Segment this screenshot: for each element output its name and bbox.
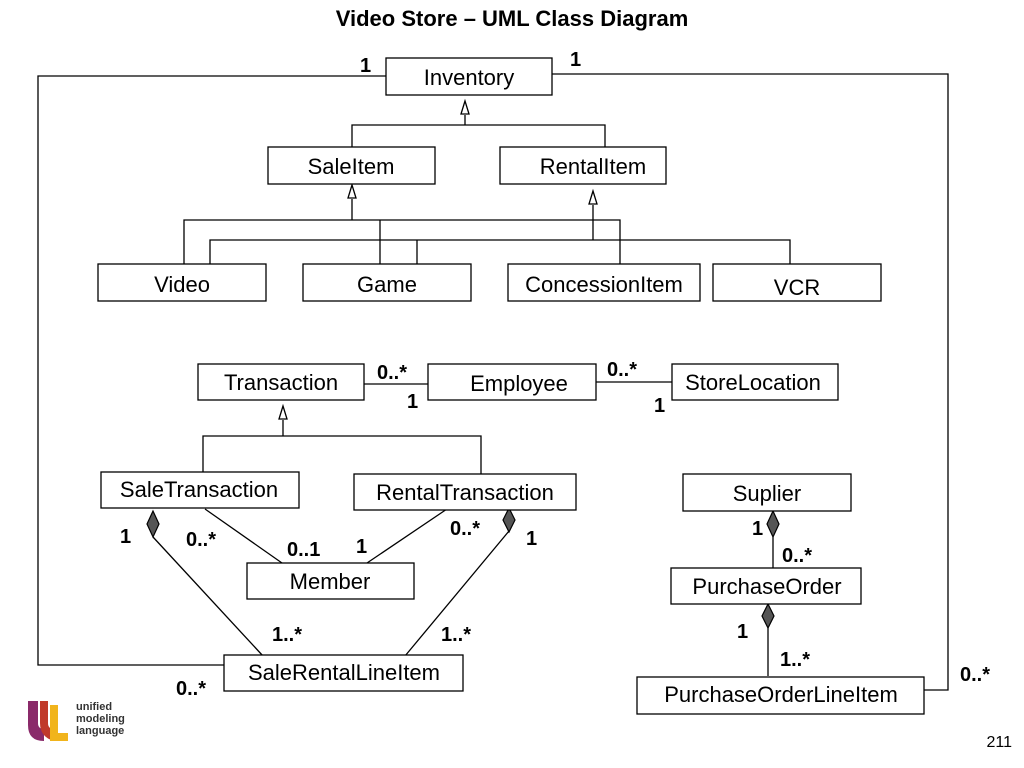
storelocation-class-name: StoreLocation (685, 370, 821, 395)
inventory-generalization-arrow (460, 98, 470, 115)
purchaseorder-class-name: PurchaseOrder (692, 574, 841, 599)
multiplicity-suplier-po: 1 (752, 518, 763, 540)
rentaltx-lineitem-composition (404, 530, 510, 657)
suplier-class-name: Suplier (733, 481, 801, 506)
page-number: 211 (986, 734, 1012, 751)
inventory-po-line-item-association (552, 73, 949, 691)
multiplicity-poline-inventory: 0..* (960, 664, 990, 686)
employee-class-box (427, 363, 597, 401)
saleitem-class-box (267, 146, 436, 185)
multiplicity-rentaltx-lineitem: 1 (526, 528, 537, 550)
rentalitem-class-name: RentalItem (540, 154, 646, 179)
member-class-name: Member (290, 569, 371, 594)
multiplicity-lineitem-inventory: 0..* (176, 678, 206, 700)
suplier-composition-diamond (766, 509, 780, 539)
logo-line-3: language (76, 725, 125, 737)
purchaseorderlineitem-class-name: PurchaseOrderLineItem (664, 682, 898, 707)
rentaltransaction-class-name: RentalTransaction (376, 480, 554, 505)
member-class-box (246, 562, 415, 600)
multiplicity-member-rentaltx: 1 (356, 536, 367, 558)
concessionitem-class-box (507, 263, 701, 302)
suplier-class-box (682, 473, 852, 512)
transaction-generalization-lines (202, 420, 482, 474)
multiplicity-rentaltx-member: 0..* (450, 518, 480, 540)
transaction-class-box (197, 363, 365, 401)
multiplicity-inventory-left: 1 (360, 55, 371, 77)
saleitem-generalization-lines (183, 199, 621, 264)
uml-logo-mark (28, 701, 68, 741)
rentaltx-member-association (366, 508, 448, 564)
multiplicity-po-poline: 1 (737, 621, 748, 643)
game-class-name: Game (357, 272, 417, 297)
saletx-composition-diamond (146, 509, 160, 539)
multiplicity-storelocation-employee: 1 (654, 395, 665, 417)
multiplicity-saletx-lineitem: 1 (120, 526, 131, 548)
saleitem-class-name: SaleItem (308, 154, 395, 179)
salerentallineitem-class-box (223, 654, 464, 692)
transaction-generalization-arrow (278, 403, 288, 420)
inventory-line-item-association (37, 75, 386, 666)
inventory-class-name: Inventory (424, 65, 515, 90)
saleitem-generalization-arrow (347, 182, 357, 199)
multiplicity-saletx-member: 0..* (186, 529, 216, 551)
transaction-class-name: Transaction (224, 370, 338, 395)
inventory-class-box (385, 57, 553, 96)
multiplicity-lineitem-rentaltx: 1..* (441, 624, 471, 646)
inventory-generalization-lines (351, 115, 606, 147)
multiplicity-employee-transaction: 1 (407, 391, 418, 413)
video-class-box (97, 263, 267, 302)
logo-line-2: modeling (76, 713, 125, 725)
saletransaction-class-box (100, 471, 300, 509)
saletransaction-class-name: SaleTransaction (120, 477, 278, 502)
multiplicity-transaction-employee: 0..* (377, 362, 407, 384)
uml-logo: unified modeling language (24, 697, 164, 749)
rentalitem-class-box (499, 146, 667, 185)
vcr-class-box (712, 263, 882, 302)
saletx-member-association (204, 508, 283, 564)
rentaltx-composition-diamond (502, 506, 516, 534)
storelocation-class-box (671, 363, 839, 401)
rentalitem-generalization-arrow (588, 188, 598, 205)
multiplicity-member-saletx: 0..1 (287, 539, 320, 561)
multiplicity-employee-storelocation: 0..* (607, 359, 637, 381)
vcr-class-name: VCR (774, 275, 820, 300)
multiplicity-poline-po: 1..* (780, 649, 810, 671)
purchaseorderlineitem-class-box (636, 676, 925, 715)
salerentallineitem-class-name: SaleRentalLineItem (248, 660, 440, 685)
employee-class-name: Employee (470, 371, 568, 396)
multiplicity-po-suplier: 0..* (782, 545, 812, 567)
game-class-box (302, 263, 472, 302)
po-composition-diamond (761, 602, 775, 630)
saletx-lineitem-composition (152, 536, 264, 657)
page-title: Video Store – UML Class Diagram (335, 6, 689, 31)
purchaseorder-class-box (670, 567, 862, 605)
multiplicity-lineitem-saletx: 1..* (272, 624, 302, 646)
rentalitem-generalization-lines (209, 205, 791, 264)
concessionitem-class-name: ConcessionItem (525, 272, 683, 297)
rentaltransaction-class-box (353, 473, 577, 511)
video-class-name: Video (154, 272, 210, 297)
logo-line-1: unified (76, 701, 113, 713)
uml-logo-text: unified modeling language (76, 701, 125, 737)
multiplicity-inventory-right: 1 (570, 49, 581, 71)
